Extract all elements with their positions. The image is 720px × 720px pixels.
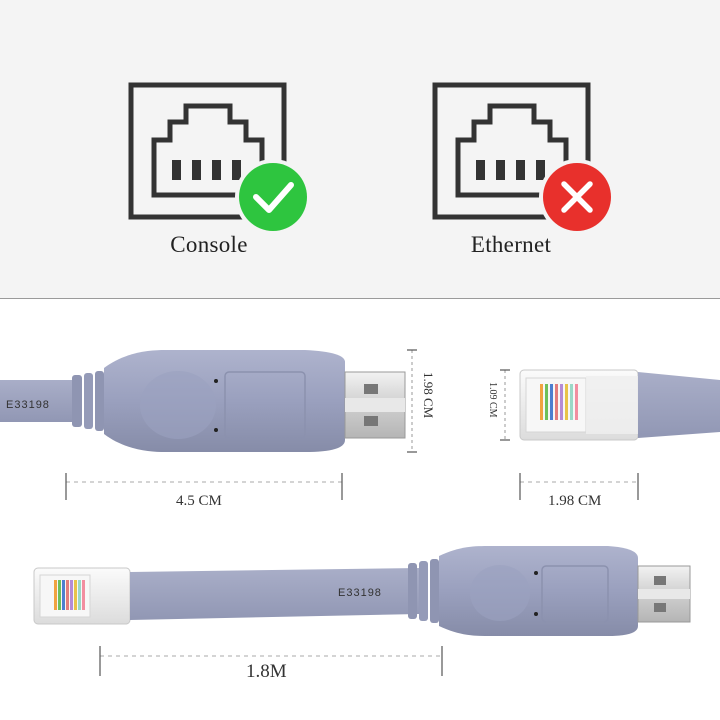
console-port-icon [128,82,311,232]
rj45-length-dimension [519,473,639,500]
cross-icon [539,159,615,232]
ethernet-port-icon [432,82,615,232]
usb-length-label: 4.5 CM [176,493,222,509]
cable-length-label: 1.8M [246,661,287,682]
section-divider [0,298,720,299]
usb-width-label: 1.98 CM [421,372,436,419]
cable-length-dimension [99,646,443,676]
usb-plug-closeup [0,350,406,452]
console-label: Console [170,232,248,257]
ethernet-label: Ethernet [470,232,552,257]
cable-print-text-1: E33198 [6,399,50,411]
port-comparison-panel [0,0,720,298]
rj45-length-label: 1.98 CM [548,493,602,509]
check-icon [235,159,311,232]
usb-width-dimension [407,349,417,453]
rj45-plug-closeup [519,369,720,441]
full-cable [33,546,691,636]
rj45-height-label: 1.09 CM [487,382,498,418]
usb-length-dimension [65,473,343,500]
cable-print-text-2: E33198 [338,587,382,599]
rj45-height-dimension [500,369,510,441]
